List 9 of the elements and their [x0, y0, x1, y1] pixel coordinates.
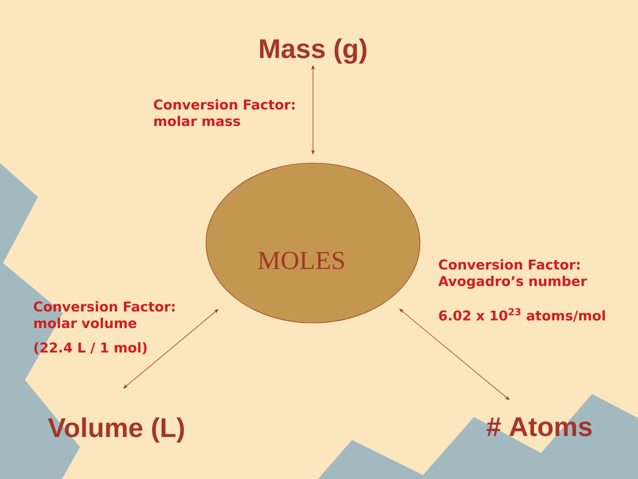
- quantity-label: Volume (L): [48, 417, 184, 443]
- ellipse-node: MOLES: [206, 162, 420, 324]
- conversion-note: 6.02 x 10$^{23}$ atoms/mol: [439, 308, 605, 322]
- quantity-label: # Atoms: [486, 417, 592, 436]
- quantity-label: Mass (g): [260, 38, 366, 64]
- conversion-note: Conversion Factor: molar mass: [154, 99, 294, 126]
- conversion-note: Conversion Factor: Avogadro’s number: [438, 259, 587, 289]
- conversion-note: Conversion Factor: molar volume: [34, 301, 174, 328]
- conversion-note: (22.4 L / 1 mol): [34, 342, 147, 354]
